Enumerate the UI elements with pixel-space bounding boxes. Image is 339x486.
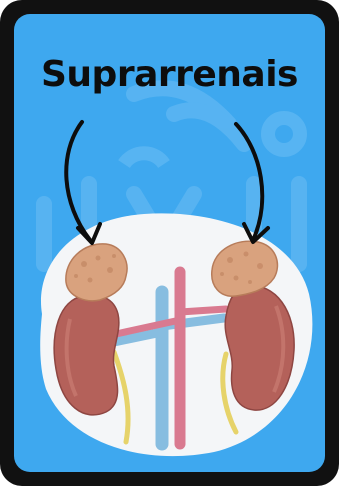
right-arrow-icon	[236, 124, 268, 242]
left-arrow-icon	[66, 122, 100, 243]
card-face: Suprarrenais	[14, 14, 325, 472]
